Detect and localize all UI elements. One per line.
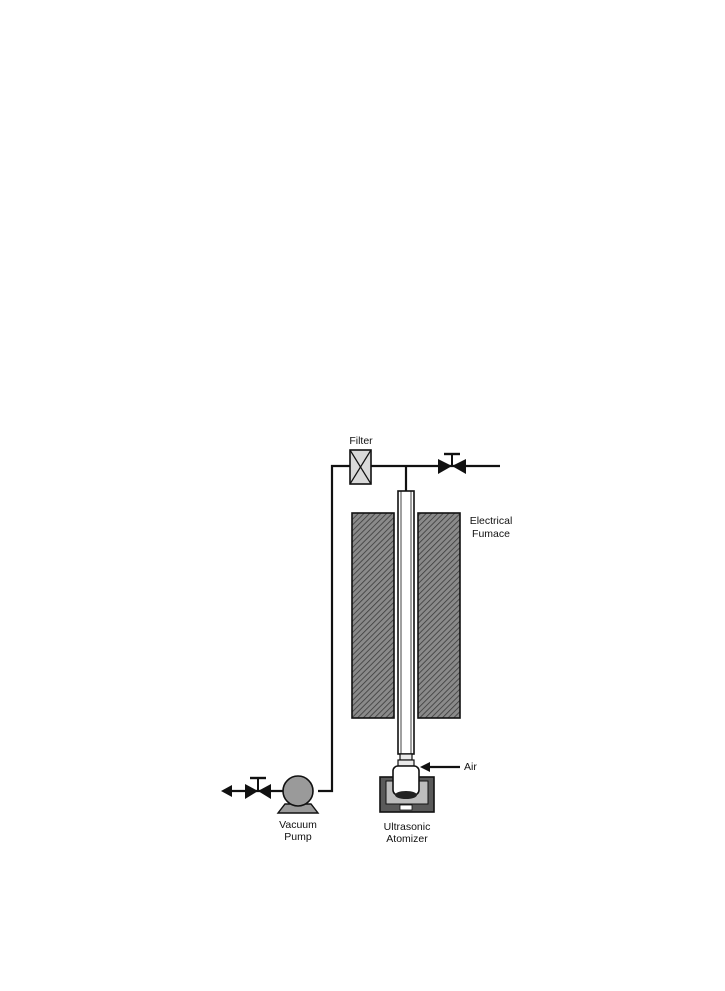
exhaust-arrow-icon	[221, 785, 232, 797]
ultrasonic-atomizer	[379, 753, 435, 813]
atomizer-label-line1: Ultrasonic	[383, 821, 431, 833]
pump-label-line2: Pump	[284, 831, 312, 843]
furnace-left-block	[351, 512, 395, 719]
furnace-label-line1: Electrical	[469, 515, 513, 527]
outlet-valve-icon	[438, 452, 466, 474]
furnace-right-block	[417, 512, 461, 719]
pump-valve-icon	[245, 776, 271, 799]
pump-label-line1: Vacuum	[279, 819, 317, 831]
air-inlet-arrow	[420, 762, 460, 772]
furnace-label-line2: Fumace	[472, 528, 510, 540]
atomizer-label-line2: Atomizer	[386, 833, 428, 845]
exhaust-pipe	[318, 464, 350, 793]
filter-label: Filter	[349, 435, 373, 447]
vacuum-pump	[276, 775, 320, 814]
reaction-tube	[397, 490, 415, 755]
filter	[349, 449, 372, 485]
air-label: Air	[464, 761, 477, 773]
